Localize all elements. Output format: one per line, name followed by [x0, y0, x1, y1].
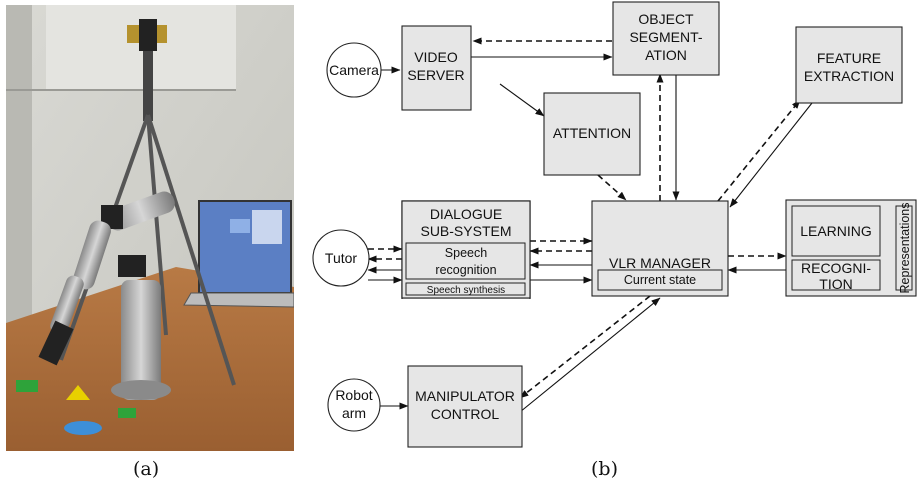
svg-text:CONTROL: CONTROL: [431, 406, 500, 422]
svg-text:Camera: Camera: [329, 62, 379, 78]
current-state-box: Current state: [597, 269, 723, 291]
vlr-manager-box: VLR MANAGER Current state: [591, 200, 729, 297]
speech-recognition-box: Speech recognition: [405, 242, 526, 280]
svg-text:Tutor: Tutor: [325, 250, 357, 266]
svg-text:Speech synthesis: Speech synthesis: [427, 285, 505, 296]
attention-box: ATTENTION: [543, 92, 641, 176]
svg-text:recognition: recognition: [435, 263, 496, 277]
svg-text:Current state: Current state: [624, 273, 696, 287]
svg-text:ATTENTION: ATTENTION: [553, 125, 631, 141]
caption-a: (a): [133, 458, 160, 480]
learning-box: LEARNING: [791, 205, 881, 257]
svg-text:LEARNING: LEARNING: [800, 223, 872, 239]
svg-text:Robot: Robot: [335, 387, 372, 403]
speech-synthesis-box: Speech synthesis: [405, 282, 526, 296]
svg-text:TION: TION: [819, 276, 852, 292]
recognition-box: RECOGNI- TION: [791, 259, 881, 292]
object-segmentation-box: OBJECT SEGMENT- ATION: [612, 1, 720, 76]
svg-text:Speech: Speech: [445, 246, 487, 260]
dialogue-title-1: DIALOGUE: [430, 206, 502, 222]
svg-text:OBJECT: OBJECT: [638, 11, 694, 27]
svg-text:arm: arm: [342, 405, 366, 421]
video-server-box: VIDEO SERVER: [401, 25, 472, 111]
tutor-node: Tutor: [312, 229, 370, 287]
camera-node: Camera: [326, 42, 382, 98]
dialogue-title-2: SUB-SYSTEM: [420, 223, 511, 239]
svg-text:SERVER: SERVER: [407, 67, 464, 83]
svg-text:ATION: ATION: [645, 47, 687, 63]
feature-extraction-box: FEATURE EXTRACTION: [795, 26, 903, 104]
manipulator-control-box: MANIPULATOR CONTROL: [407, 365, 523, 448]
svg-text:VIDEO: VIDEO: [414, 49, 458, 65]
caption-b: (b): [591, 458, 618, 480]
svg-text:MANIPULATOR: MANIPULATOR: [415, 388, 515, 404]
svg-text:VLR MANAGER: VLR MANAGER: [609, 255, 711, 271]
connections: [367, 37, 897, 413]
svg-text:Representations: Representations: [898, 202, 912, 293]
svg-text:EXTRACTION: EXTRACTION: [804, 68, 894, 84]
robot-arm-node: Robot arm: [327, 378, 381, 432]
svg-text:SEGMENT-: SEGMENT-: [629, 29, 702, 45]
robot-arm-photo: [6, 5, 294, 451]
svg-text:FEATURE: FEATURE: [817, 50, 881, 66]
svg-text:RECOGNI-: RECOGNI-: [801, 260, 871, 276]
representations-box: Representations: [895, 202, 913, 294]
